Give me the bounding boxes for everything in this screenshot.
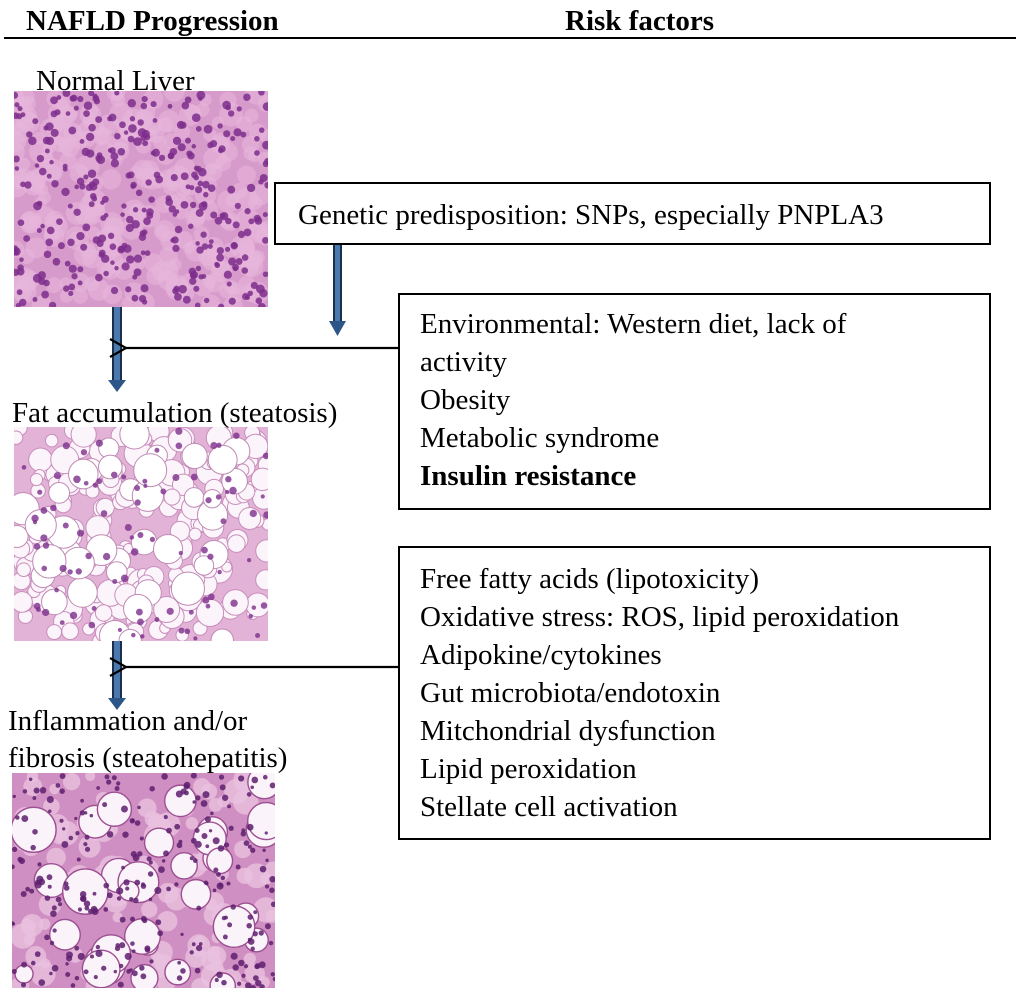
obesity-line: Obesity [420,384,511,416]
genetic-down-arrow [329,245,346,336]
stellate-cell-activation-line: Stellate cell activation [420,791,678,823]
genetic-risk-box: Genetic predisposition: SNPs, especially… [274,182,991,245]
environmental-line-1: Environmental: Western diet, lack of [420,308,847,340]
normal-liver-label: Normal Liver [36,65,195,97]
pathways-risk-box: Free fatty acids (lipotoxicity) Oxidativ… [398,546,991,840]
free-fatty-acids-line: Free fatty acids (lipotoxicity) [420,563,760,595]
risk-factors-header: Risk factors [565,5,715,37]
environmental-line-2: activity [420,346,507,378]
lipid-peroxidation-line: Lipid peroxidation [420,753,637,785]
metabolic-syndrome-line: Metabolic syndrome [420,422,660,454]
steatohepatitis-label-line-2: fibrosis (steatohepatitis) [8,742,288,774]
mitochondrial-dysfunction-line: Mitchondrial dysfunction [420,715,716,747]
normal-liver-histology-image [14,91,268,307]
steatosis-histology-image [14,427,268,641]
oxidative-stress-line: Oxidative stress: ROS, lipid peroxidatio… [420,601,900,633]
adipokine-cytokines-line: Adipokine/cytokines [420,639,662,671]
progression-header: NAFLD Progression [26,5,279,37]
genetic-risk-text: Genetic predisposition: SNPs, especially… [298,199,884,231]
steatosis-label: Fat accumulation (steatosis) [12,397,338,429]
progression-arrow-1 [108,307,126,392]
steatohepatitis-label-line-1: Inflammation and/or [8,705,248,737]
environmental-risk-box: Environmental: Western diet, lack of act… [398,293,991,510]
steatohepatitis-histology-image [12,773,275,988]
gut-microbiota-line: Gut microbiota/endotoxin [420,677,721,709]
progression-arrow-2 [108,641,126,710]
insulin-resistance-line: Insulin resistance [420,460,637,492]
header-divider [4,37,1016,39]
